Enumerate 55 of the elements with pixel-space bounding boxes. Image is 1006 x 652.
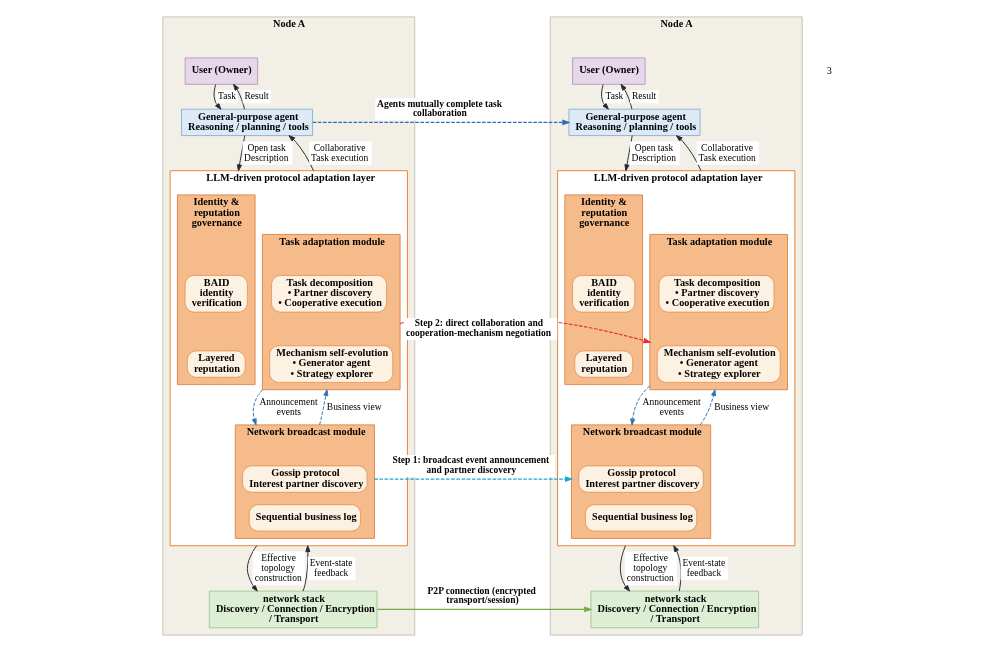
edge-label: Business view	[326, 401, 382, 412]
label: 3	[826, 64, 832, 76]
node-box: Layered reputation	[574, 350, 633, 378]
arrow	[288, 135, 314, 172]
node-box: BAID identity verification	[572, 275, 636, 313]
arrow	[699, 389, 717, 426]
node-box: User (Owner)	[184, 57, 258, 85]
edge-label: Collaborative Task execution	[311, 142, 369, 163]
edge-label: Announcement events	[642, 396, 701, 417]
node-box: Sequential business log	[248, 504, 361, 532]
arrow	[619, 545, 631, 592]
node-box: Sequential business log	[585, 504, 698, 532]
node-box: network stack Discovery / Connection / Encryption / Transport	[590, 590, 759, 629]
edge-label: Announcement events	[259, 396, 318, 417]
arrow	[302, 545, 311, 592]
node-box: General-purpose agent Reasoning / planning / tools	[181, 108, 313, 136]
arrow	[624, 135, 633, 172]
node-box: Gossip protocol Interest partner discovery	[242, 465, 368, 493]
arrow	[673, 545, 682, 592]
arrow	[630, 385, 651, 426]
edge-label: Result	[244, 91, 269, 102]
node-box: Task decomposition • Partner discovery • Cooperative execution	[271, 275, 387, 313]
node-box: User (Owner)	[572, 57, 646, 85]
edge-label: Effective topology construction	[626, 552, 674, 584]
edge-label: Task	[218, 91, 236, 102]
arrow	[675, 135, 702, 172]
edge-label: Business view	[714, 401, 770, 412]
arrow	[373, 476, 574, 482]
edge-label: P2P connection (encrypted transport/session)	[427, 585, 536, 606]
edge-label: Open task Description	[244, 142, 289, 163]
arrow	[376, 606, 593, 613]
edge-label: Open task Description	[631, 142, 676, 163]
arrow	[251, 389, 264, 426]
node-box: General-purpose agent Reasoning / planning / tools	[568, 108, 701, 136]
edge-label: Collaborative Task execution	[698, 142, 756, 163]
arrow	[213, 84, 222, 110]
node-box: network stack Discovery / Connection / Encryption / Transport	[208, 590, 378, 629]
arrow	[620, 83, 633, 110]
node-box: Layered reputation	[186, 350, 246, 378]
edge-label: Effective topology construction	[254, 552, 302, 584]
edge-label: Event-state feedback	[682, 557, 726, 579]
node-box: Mechanism self-evolution • Generator agent • Strategy explorer	[269, 345, 394, 383]
arrow	[246, 545, 258, 592]
edge-label: Event-state feedback	[309, 557, 353, 579]
arrow	[601, 84, 609, 110]
node-box: Gossip protocol Interest partner discovery	[578, 465, 704, 493]
arrow	[319, 389, 329, 426]
node-box: Task decomposition • Partner discovery • Cooperative execution	[658, 275, 775, 313]
node-box: BAID identity verification	[184, 275, 248, 313]
arrow	[312, 119, 571, 126]
arrow	[236, 135, 246, 172]
node-box: Mechanism self-evolution • Generator agent • Strategy explorer	[656, 345, 781, 383]
arrow	[233, 83, 246, 110]
edge-label: Result	[631, 91, 657, 102]
edge-label: Task	[605, 91, 624, 102]
